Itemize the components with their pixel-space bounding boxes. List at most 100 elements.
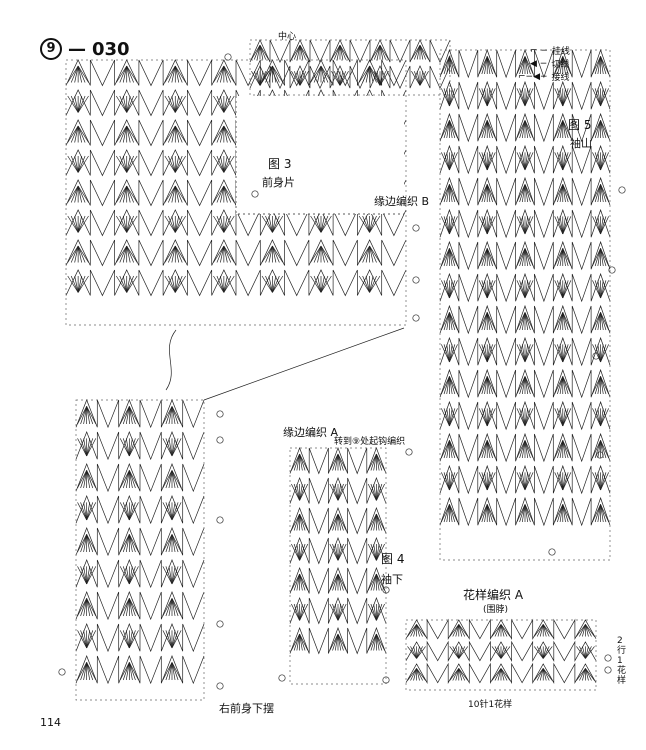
sleeve-cap-fan-stitch xyxy=(486,88,493,107)
pattern-number-badge: 9 xyxy=(40,38,62,60)
sleeve-cap-fan-stitch xyxy=(554,312,564,331)
sleeve-under-fan-stitch xyxy=(299,483,303,501)
front-body-lower-fan-stitch xyxy=(171,630,176,649)
sleeve-cap-fan-stitch xyxy=(486,152,493,171)
sleeve-cap-outline xyxy=(439,49,611,561)
pattern-a-swatch-fan-stitch xyxy=(416,668,426,681)
sleeve-under-fan-stitch xyxy=(299,573,309,591)
front-body-upper-fan-stitch xyxy=(174,185,180,203)
front-body-upper-fan-stitch xyxy=(164,245,176,263)
front-body-upper-fan-stitch xyxy=(171,185,176,203)
sleeve-cap-fan-stitch xyxy=(592,472,601,491)
front-body-upper-fan-stitch xyxy=(77,245,86,263)
sleeve-cap-fan-stitch xyxy=(449,376,453,395)
sleeve-cap-fan-stitch xyxy=(521,376,526,395)
front-body-lower-fan-stitch xyxy=(129,630,136,649)
pattern-a-swatch-fan-stitch xyxy=(542,646,550,659)
front-body-upper-fan-stitch xyxy=(265,215,273,233)
sleeve-cap-row-7 xyxy=(439,240,611,271)
front-body-lower-fan-stitch xyxy=(168,534,173,553)
sleeve-cap-fan-stitch xyxy=(554,184,564,203)
neck-band-fan-stitch xyxy=(256,45,261,60)
front-body-upper-fan-stitch xyxy=(164,215,176,233)
sleeve-cap-fan-stitch xyxy=(449,312,456,331)
front-body-upper-fan-stitch xyxy=(272,245,284,263)
pattern-a-swatch-fan-stitch xyxy=(576,624,586,637)
sleeve-cap-fan-stitch xyxy=(557,376,564,395)
sleeve-cap-fan-stitch xyxy=(597,504,601,523)
front-body-upper-fan-stitch xyxy=(220,125,225,143)
sleeve-cap-fan-stitch xyxy=(600,376,604,395)
front-body-upper-fan-stitch xyxy=(126,275,138,293)
front-body-upper-fan-stitch xyxy=(77,245,82,263)
front-body-lower-fan-stitch xyxy=(171,502,176,521)
front-body-upper-fan-stitch xyxy=(369,215,381,233)
front-body-lower-fan-stitch xyxy=(86,566,91,585)
sleeve-cap-fan-stitch xyxy=(524,344,534,363)
sleeve-under-fan-stitch xyxy=(337,573,347,591)
sleeve-cap-fan-stitch xyxy=(486,440,491,459)
pattern-a-swatch-fan-stitch xyxy=(413,646,417,659)
sleeve-cap-fan-stitch xyxy=(557,504,564,523)
pattern-a-swatch-fan-stitch xyxy=(410,646,417,659)
front-body-lower-fan-stitch xyxy=(171,566,176,585)
pattern-a-swatch-fan-stitch xyxy=(500,624,511,637)
sleeve-cap-fan-stitch xyxy=(592,312,601,331)
sleeve-cap-fan-stitch xyxy=(600,216,609,235)
sleeve-cap-fan-stitch xyxy=(592,152,601,171)
sleeve-cap-fan-stitch xyxy=(597,312,601,331)
sleeve-cap-fan-stitch xyxy=(562,472,569,491)
front-body-upper-fan-stitch xyxy=(320,275,325,293)
sleeve-cap-fan-stitch xyxy=(562,312,569,331)
sleeve-cap-fan-stitch xyxy=(486,248,493,267)
sleeve-cap-fan-stitch xyxy=(519,504,526,523)
sleeve-cap-fan-stitch xyxy=(594,152,601,171)
front-body-lower-fan-stitch xyxy=(119,406,130,425)
front-body-upper-fan-stitch xyxy=(174,155,183,173)
front-body-upper-fan-stitch xyxy=(171,125,176,143)
front-body-upper-fan-stitch xyxy=(223,215,235,233)
sleeve-cap-fan-stitch xyxy=(562,56,566,75)
front-body-upper-fan-stitch xyxy=(174,275,183,293)
front-body-upper-fan-stitch xyxy=(126,215,138,233)
pattern-a-swatch-fan-stitch xyxy=(452,668,460,681)
neck-band-fan-stitch xyxy=(336,45,341,60)
neck-band-fan-stitch xyxy=(416,45,421,60)
sleeve-cap-fan-stitch xyxy=(441,472,450,491)
fig3-title: 图 3 xyxy=(268,157,292,171)
pattern-a-swatch-outline xyxy=(405,619,597,691)
sleeve-under-fan-stitch xyxy=(337,603,344,621)
front-body-lower-fan-stitch xyxy=(83,438,88,457)
front-body-lower-fan-stitch xyxy=(171,662,182,681)
sleeve-cap-fan-stitch xyxy=(443,216,450,235)
sleeve-under-fan-stitch xyxy=(370,573,377,591)
sleeve-cap-fan-stitch xyxy=(592,88,601,107)
sleeve-cap-fan-stitch xyxy=(478,120,488,139)
sleeve-cap-fan-stitch xyxy=(486,120,493,139)
row-marker-6 xyxy=(216,410,224,418)
front-body-lower-fan-stitch xyxy=(86,630,91,649)
sleeve-cap-fan-stitch xyxy=(484,344,488,363)
front-body-upper-fan-stitch xyxy=(213,65,225,83)
front-body-upper-fan-stitch xyxy=(369,245,374,263)
sleeve-under-fan-stitch xyxy=(376,603,380,621)
sleeve-cap-fan-stitch xyxy=(446,216,450,235)
sleeve-cap-fan-stitch xyxy=(524,312,529,331)
front-body-lower-row-1 xyxy=(75,399,205,429)
sleeve-cap-fan-stitch xyxy=(519,56,526,75)
front-body-upper-fan-stitch xyxy=(77,155,82,173)
front-body-upper-fan-stitch xyxy=(77,155,86,173)
front-body-lower-fan-stitch xyxy=(83,470,88,489)
front-body-upper-fan-stitch xyxy=(223,95,228,113)
front-body-lower-fan-stitch xyxy=(165,598,173,617)
sleeve-under-fan-stitch xyxy=(299,573,303,591)
sleeve-cap-fan-stitch xyxy=(443,248,450,267)
sleeve-cap-fan-stitch xyxy=(557,88,564,107)
neck-band-fan-stitch xyxy=(253,71,261,86)
front-body-upper-fan-stitch xyxy=(272,215,284,233)
front-body-upper-fan-stitch xyxy=(223,185,232,203)
sleeve-under-fan-stitch xyxy=(376,483,385,501)
front-body-upper-fan-stitch xyxy=(261,215,273,233)
front-body-lower-fan-stitch xyxy=(129,598,139,617)
sleeve-cap-fan-stitch xyxy=(449,56,458,75)
